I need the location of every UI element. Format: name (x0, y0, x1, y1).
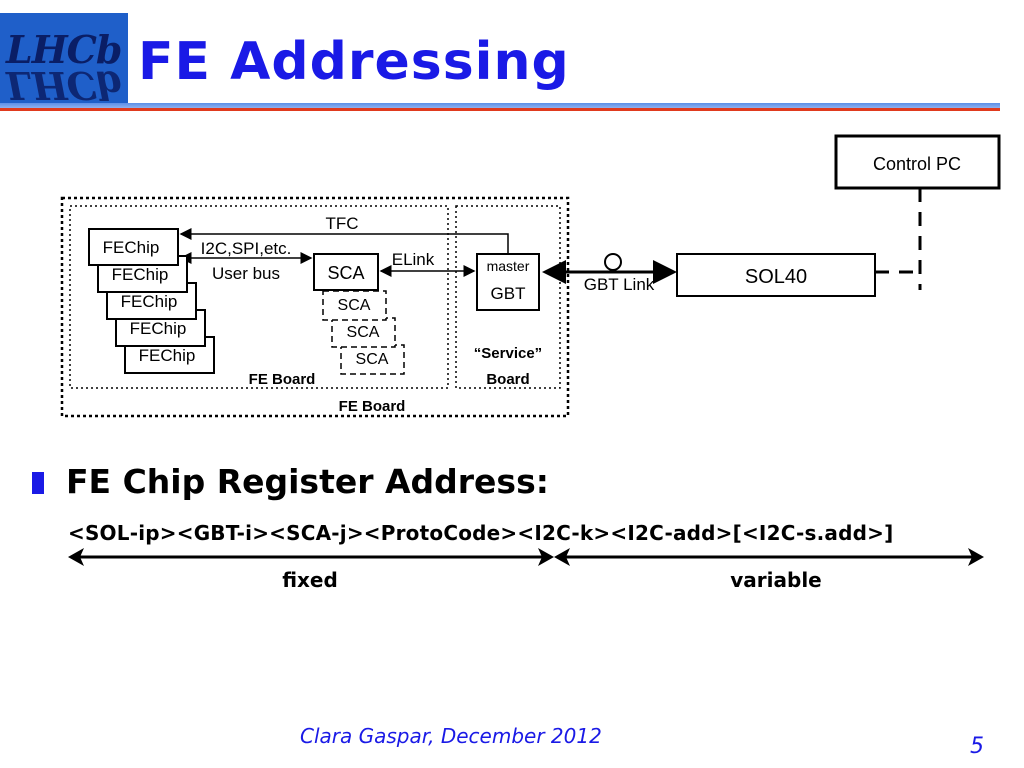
tfc-arrow (179, 228, 509, 254)
elink-label: ELink (392, 250, 435, 269)
variable-span-left-head (554, 548, 570, 566)
sca-label-3: SCA (347, 324, 380, 341)
sca-box-4 (340, 344, 405, 375)
sca-label-2: SCA (338, 297, 371, 314)
fechip-label-2: FEChip (112, 265, 169, 284)
user-bus-label-2: User bus (212, 264, 280, 283)
footer-author-date: Clara Gaspar, December 2012 (300, 724, 602, 748)
bullet-marker (32, 472, 44, 494)
variable-label: variable (730, 568, 821, 592)
bullet-heading: FE Chip Register Address: (66, 462, 549, 501)
fechip-label-4: FEChip (130, 319, 187, 338)
gbt-label: GBT (491, 284, 526, 303)
service-board (455, 205, 561, 389)
logo-text: LHCb (6, 27, 122, 72)
variable-span-right-head (968, 548, 984, 566)
gbt-link-connector (604, 253, 622, 271)
tfc-label: TFC (325, 214, 358, 233)
fechip-label-5: FEChip (139, 346, 196, 365)
service-board-label-2: Board (486, 371, 529, 388)
slide-title: FE Addressing (138, 32, 570, 92)
title-rule-blue (0, 103, 1000, 108)
sca-label-4: SCA (356, 351, 389, 368)
sol40-box (676, 253, 876, 297)
fechip-label-1: FEChip (103, 238, 160, 257)
gbt-link-label: GBT Link (584, 275, 655, 294)
fixed-label: fixed (282, 568, 338, 592)
fe-board-inner-label: FE Board (249, 371, 316, 388)
address-format: <SOL-ip><GBT-i><SCA-j><ProtoCode><I2C-k>… (68, 521, 894, 545)
service-board-label-1: “Service” (474, 345, 542, 362)
title-rule-red (0, 108, 1000, 111)
architecture-diagram: Control PC SOL40 GBT Link FE Board FE Bo… (60, 134, 1001, 418)
fechip-label-3: FEChip (121, 292, 178, 311)
sca-label-1: SCA (327, 263, 364, 283)
user-bus-label-1: I2C,SPI,etc. (201, 239, 292, 258)
control-pc-label: Control PC (873, 154, 961, 174)
gbt-master-label: master (487, 258, 530, 274)
fixed-span-left-head (68, 548, 84, 566)
sca-box-2 (322, 290, 387, 321)
gbt-box (476, 253, 540, 311)
lhcb-logo: LHCb LHCb (0, 13, 128, 105)
fe-board-outer-label: FE Board (339, 398, 406, 415)
address-span-arrows: fixed variable (68, 548, 984, 592)
sol40-label: SOL40 (745, 266, 807, 288)
page-number: 5 (970, 734, 984, 759)
sca-box-1 (313, 253, 379, 291)
control-pc-box (834, 134, 1001, 190)
fixed-span-right-head (538, 548, 554, 566)
fechip-box-1 (88, 228, 179, 266)
fe-board-outer (60, 196, 570, 418)
